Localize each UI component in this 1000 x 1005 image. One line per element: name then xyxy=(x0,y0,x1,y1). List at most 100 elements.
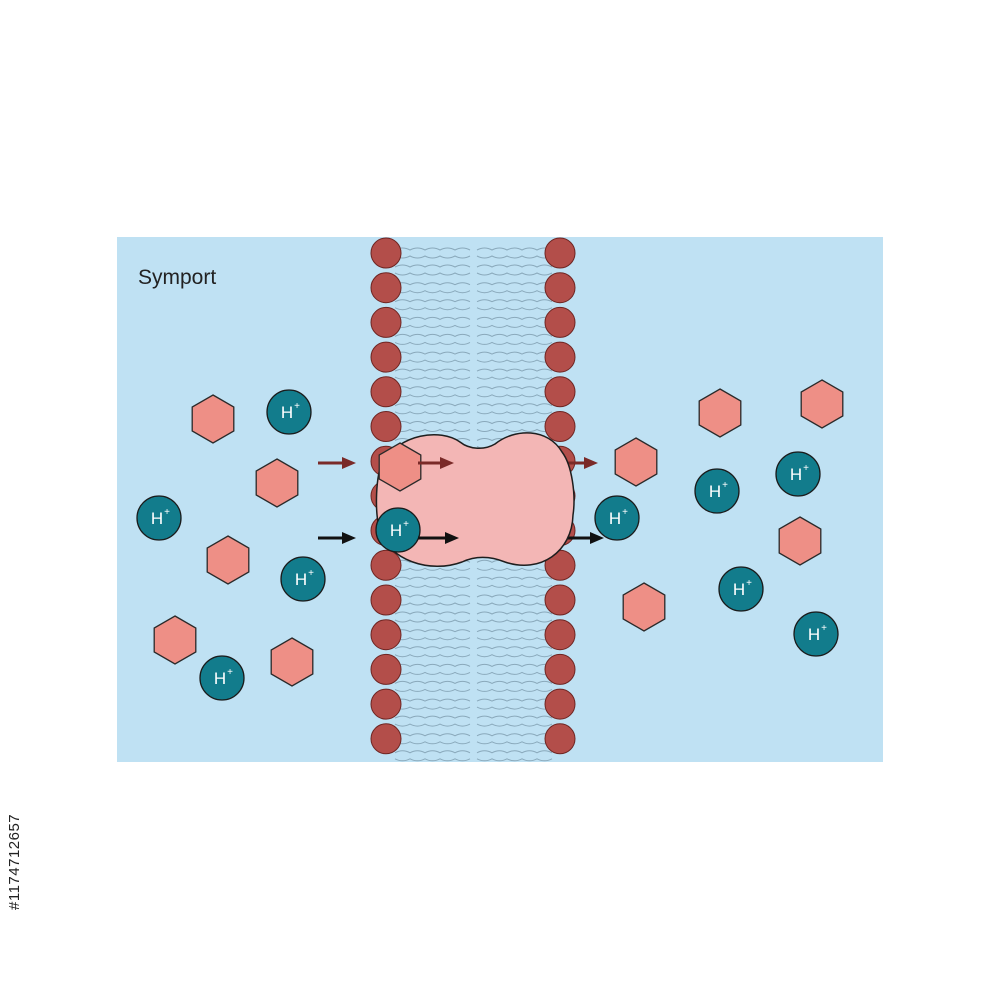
phospholipid-head-icon xyxy=(370,411,402,442)
phospholipid-head-icon xyxy=(370,723,402,755)
lipid-tail-icon xyxy=(394,723,471,727)
lipid-tail-icon xyxy=(476,706,553,710)
lipid-tail-icon xyxy=(394,637,471,641)
ion-charge: + xyxy=(308,568,314,579)
lipid-tail-icon xyxy=(394,324,471,328)
lipid-tail-icon xyxy=(476,255,553,259)
phospholipid-head-icon xyxy=(370,237,402,269)
solute-hexagon-icon xyxy=(778,516,822,566)
lipid-tail-icon xyxy=(476,750,553,754)
lipid-tail-icon xyxy=(394,376,471,380)
phospholipid-head-icon xyxy=(544,411,576,442)
solute-hexagon-icon xyxy=(206,535,250,585)
ion-charge: + xyxy=(164,507,170,518)
solute-hexagon-icon xyxy=(800,379,844,429)
arrow-icon xyxy=(318,532,356,544)
lipid-tail-icon xyxy=(476,368,553,372)
solute-hexagon-icon xyxy=(191,394,235,444)
lipid-tail-icon xyxy=(476,637,553,641)
hydrogen-ion-icon: H+ xyxy=(136,495,182,541)
lipid-tail-icon xyxy=(394,733,471,737)
lipid-tail-icon xyxy=(476,351,553,355)
phospholipid-head-icon xyxy=(370,688,402,720)
lipid-tail-icon xyxy=(394,758,471,762)
lipid-tail-icon xyxy=(394,264,471,268)
lipid-tail-icon xyxy=(476,316,553,320)
hydrogen-ion-icon: H+ xyxy=(718,566,764,612)
phospholipid-head-icon xyxy=(544,376,576,408)
ion-label: H xyxy=(790,465,802,484)
hydrogen-ion-icon: H+ xyxy=(594,495,640,541)
lipid-tail-icon xyxy=(394,602,471,606)
lipid-tail-icon xyxy=(476,333,553,337)
lipid-tail-icon xyxy=(394,299,471,303)
lipid-tail-icon xyxy=(476,680,553,684)
ion-charge: + xyxy=(746,578,752,589)
lipid-tail-icon xyxy=(476,594,553,598)
solute-hexagon-icon xyxy=(270,637,314,687)
arrow-icon xyxy=(418,532,459,544)
ion-label: H xyxy=(281,403,293,422)
lipid-tail-icon xyxy=(476,247,553,251)
stock-image-id: #1174712657 xyxy=(6,813,23,910)
solute-hexagon-icon xyxy=(153,615,197,665)
diagram-title: Symport xyxy=(138,266,217,289)
lipid-tail-icon xyxy=(476,272,553,276)
lipid-tail-icon xyxy=(476,394,553,398)
hydrogen-ion-icon: H+ xyxy=(199,655,245,701)
ion-charge: + xyxy=(294,401,300,412)
phospholipid-head-icon xyxy=(544,584,576,616)
lipid-tail-icon xyxy=(476,619,553,623)
lipid-tail-icon xyxy=(394,272,471,276)
lipid-tail-icon xyxy=(394,351,471,355)
phospholipid-head-icon xyxy=(544,688,576,720)
lipid-tail-icon xyxy=(476,324,553,328)
hydrogen-ion-icon: H+ xyxy=(375,507,421,553)
lipid-tail-icon xyxy=(394,316,471,320)
lipid-tail-icon xyxy=(394,576,471,580)
solute-hexagon-icon xyxy=(255,458,299,508)
lipid-tail-icon xyxy=(394,611,471,615)
lipid-tail-icon xyxy=(394,680,471,684)
lipid-tail-icon xyxy=(476,341,553,345)
lipid-tail-icon xyxy=(476,376,553,380)
phospholipid-head-icon xyxy=(544,272,576,304)
lipid-tail-icon xyxy=(394,706,471,710)
lipid-tail-icon xyxy=(394,403,471,407)
lipid-tail-icon xyxy=(476,282,553,286)
lipid-tail-icon xyxy=(394,341,471,345)
solute-hexagon-icon xyxy=(614,437,658,487)
lipid-tail-icon xyxy=(476,688,553,692)
lipid-tail-icon xyxy=(394,394,471,398)
lipid-tail-icon xyxy=(476,611,553,615)
lipid-tail-icon xyxy=(476,421,553,425)
ion-charge: + xyxy=(722,480,728,491)
lipid-tail-icon xyxy=(476,386,553,390)
phospholipid-head-icon xyxy=(370,619,402,651)
solute-hexagon-icon xyxy=(378,442,422,492)
arrow-icon xyxy=(418,457,454,469)
phospholipid-head-icon xyxy=(544,237,576,269)
lipid-tail-icon xyxy=(394,646,471,650)
ion-label: H xyxy=(295,570,307,589)
lipid-tail-icon xyxy=(394,567,471,571)
phospholipid-head-icon xyxy=(370,653,402,685)
lipid-tail-icon xyxy=(476,584,553,588)
lipid-tail-icon xyxy=(394,698,471,702)
phospholipid-head-icon xyxy=(370,584,402,616)
lipid-tail-icon xyxy=(394,290,471,294)
lipid-tail-icon xyxy=(394,368,471,372)
lipid-tail-icon xyxy=(476,602,553,606)
lipid-tail-icon xyxy=(476,723,553,727)
lipid-tail-icon xyxy=(476,567,553,571)
arrow-icon xyxy=(566,532,604,544)
hydrogen-ion-icon: H+ xyxy=(694,468,740,514)
lipid-tail-icon xyxy=(476,403,553,407)
phospholipid-head-icon xyxy=(544,653,576,685)
lipid-tail-icon xyxy=(476,428,553,432)
lipid-tail-icon xyxy=(394,411,471,415)
ion-label: H xyxy=(214,669,226,688)
ion-charge: + xyxy=(403,519,409,530)
ion-charge: + xyxy=(227,667,233,678)
